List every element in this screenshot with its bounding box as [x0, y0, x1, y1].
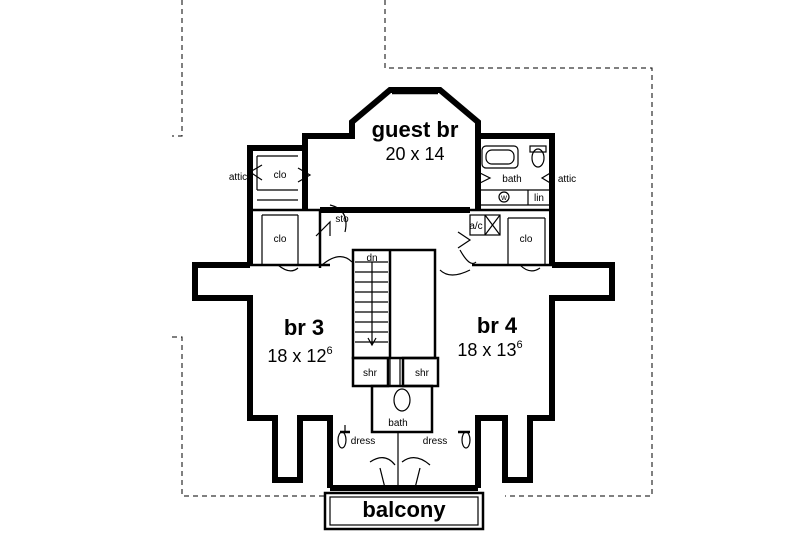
br3-size-main: 18 x 12	[267, 346, 326, 366]
stair-dn-label: dn	[366, 253, 377, 264]
br3-size: 18 x 126	[267, 345, 332, 366]
br3-size-sup: 6	[326, 345, 332, 357]
clo-top-left-label: clo	[274, 170, 287, 181]
bath-center-label: bath	[388, 418, 407, 429]
clo-mid-left-label: clo	[274, 234, 287, 245]
attic-right-label: attic	[558, 174, 576, 185]
balcony-name: balcony	[362, 497, 446, 522]
attic-left-label: attic	[229, 172, 247, 183]
bedrooms-walls	[192, 262, 615, 491]
upper-left-block	[247, 145, 353, 272]
dress-right-label: dress	[423, 436, 447, 447]
balcony-structure	[323, 491, 485, 531]
washer-label: w	[500, 193, 507, 202]
washer-circle	[498, 191, 510, 203]
clo-mid-right-label: clo	[520, 234, 533, 245]
br3-name: br 3	[284, 315, 324, 340]
sto-label: sto	[335, 214, 349, 225]
guest-br-name: guest br	[372, 117, 459, 142]
shr-right-label: shr	[415, 368, 430, 379]
shr-left-label: shr	[363, 368, 378, 379]
roof-outline	[172, 0, 653, 497]
ac-label: a/c	[469, 221, 482, 232]
center-core	[337, 248, 471, 489]
br4-size-main: 18 x 13	[457, 340, 516, 360]
linen-label: lin	[534, 193, 544, 204]
upper-right-block	[439, 145, 555, 276]
guest-br-size: 20 x 14	[385, 144, 444, 164]
dress-left-label: dress	[351, 436, 375, 447]
br4-name: br 4	[477, 313, 518, 338]
bath-top-label: bath	[502, 174, 521, 185]
br4-size-sup: 6	[516, 339, 522, 351]
br4-size: 18 x 136	[457, 339, 522, 360]
